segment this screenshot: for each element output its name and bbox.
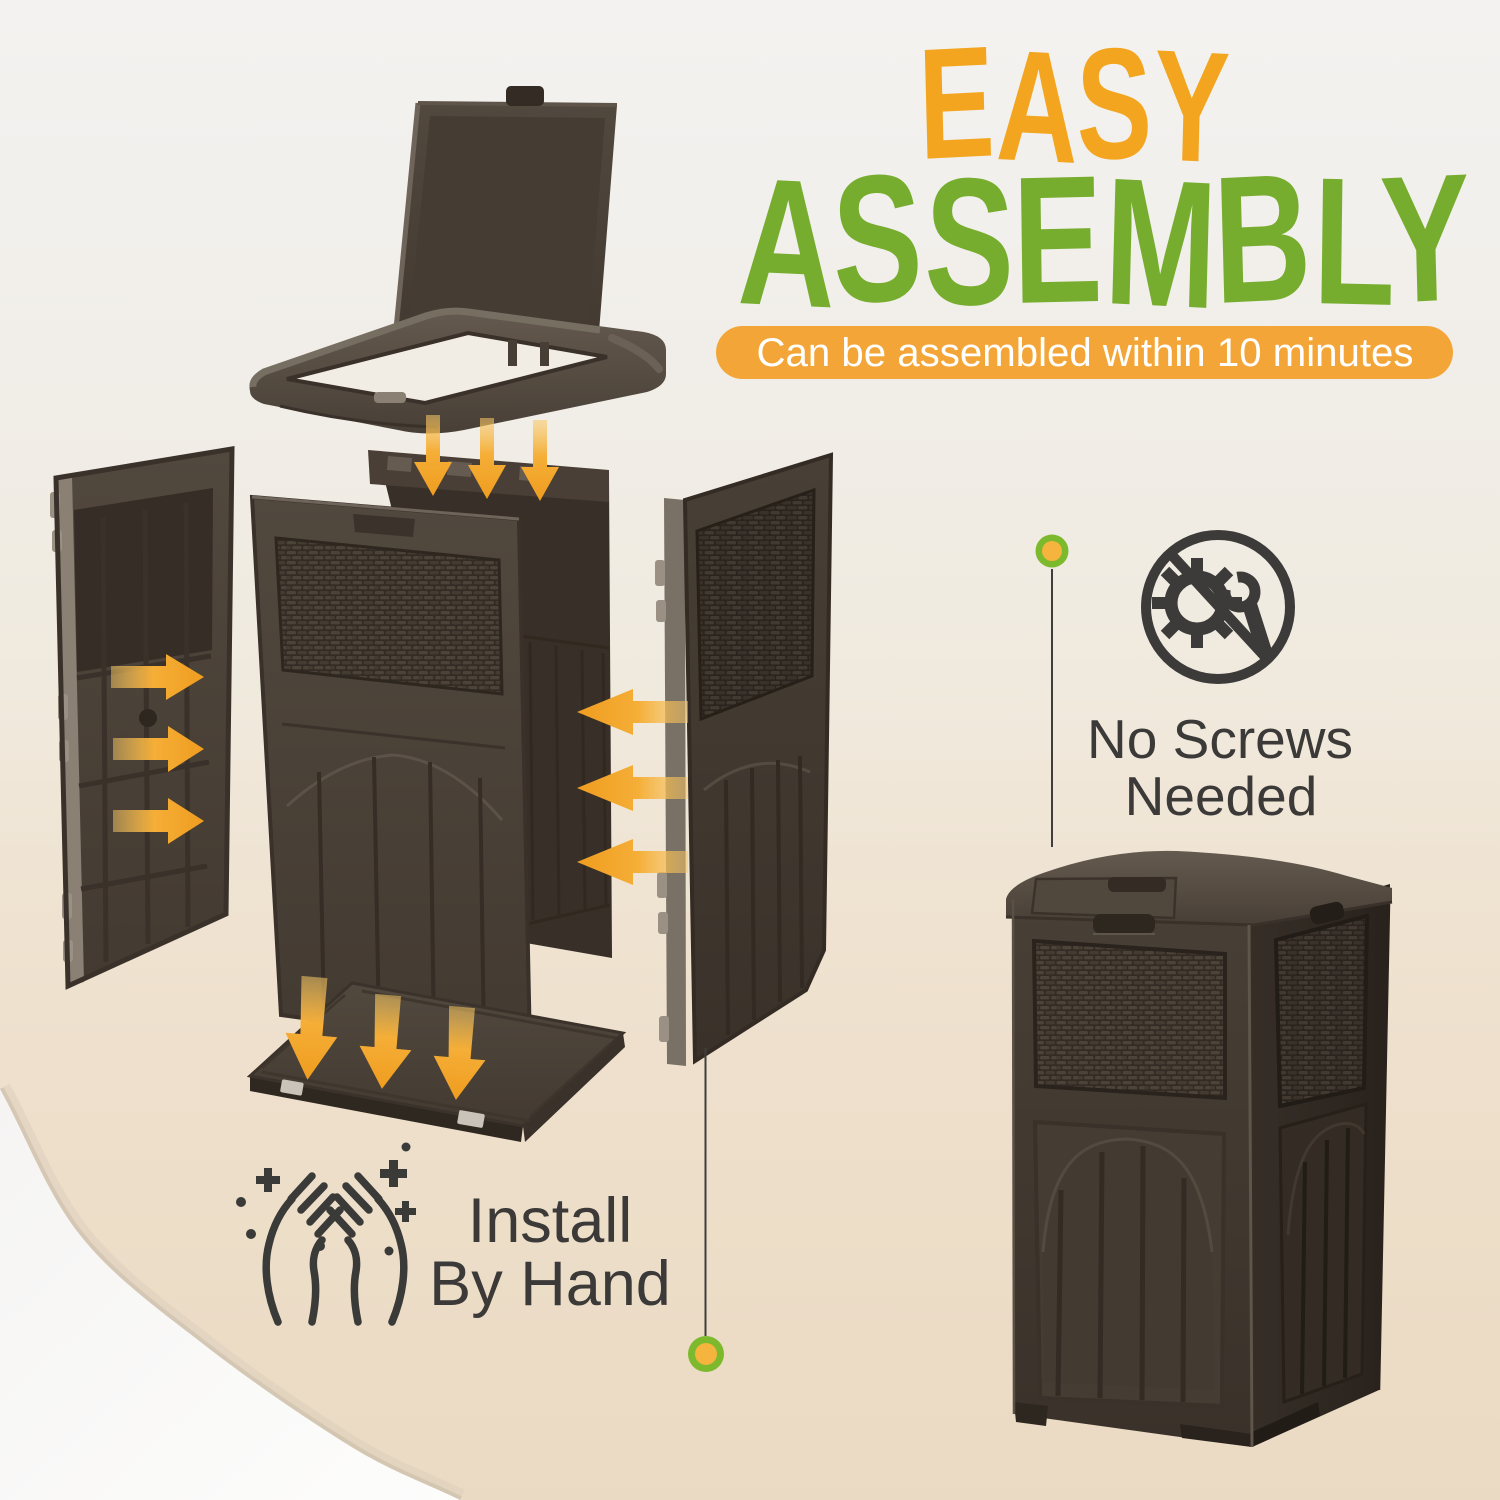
- svg-text:By Hand: By Hand: [429, 1249, 671, 1319]
- svg-text:Can be assembled within 10 min: Can be assembled within 10 minutes: [757, 331, 1414, 375]
- svg-text:No Screws: No Screws: [1087, 708, 1353, 770]
- svg-text:EASY: EASY: [915, 14, 1233, 195]
- svg-text:Install: Install: [468, 1186, 633, 1256]
- svg-text:Needed: Needed: [1125, 765, 1318, 827]
